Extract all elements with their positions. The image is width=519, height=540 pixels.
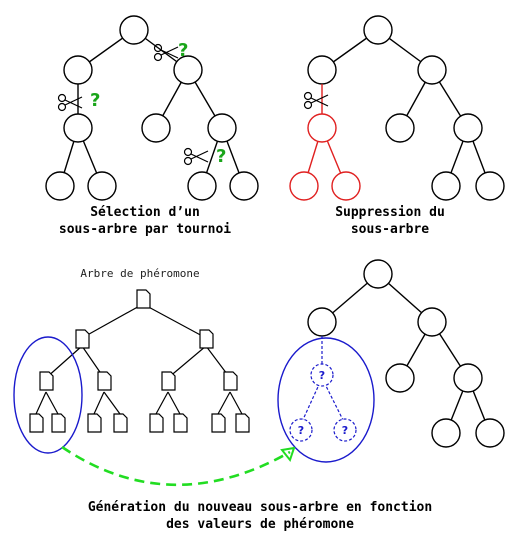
selection-question-mark: ? [216, 146, 226, 167]
suppression-caption-line2: sous-arbre [351, 222, 429, 237]
scissors-icon [57, 93, 83, 112]
new-node-question: ? [298, 424, 304, 437]
new-node-question: ? [342, 424, 348, 437]
generation-caption-line2: des valeurs de phéromone [166, 517, 354, 532]
selection-caption-line2: sous-arbre par tournoi [59, 222, 231, 237]
result-tree [307, 259, 505, 448]
removed-subtree [289, 84, 361, 201]
suppression-caption-line1: Suppression du [335, 205, 445, 220]
selection-question-mark: ? [90, 90, 100, 111]
scissors-icon [153, 43, 179, 62]
pheromone-tree [29, 289, 250, 433]
suppression-tree [307, 15, 505, 201]
pheromone-tree-label: Arbre de phéromone [80, 267, 199, 280]
generation-caption-line1: Génération du nouveau sous-arbre en fonc… [88, 500, 432, 515]
selection-tree [45, 15, 259, 201]
scissors-icon [303, 91, 329, 110]
new-node-question: ? [319, 369, 325, 382]
new-subtree-ellipse [277, 337, 375, 463]
pheromone-subtree-ellipse [13, 336, 83, 454]
scissors-icon [183, 147, 209, 166]
selection-question-mark: ? [178, 40, 188, 61]
new-subtree [289, 336, 357, 442]
selection-caption-line1: Sélection d’un [90, 205, 200, 220]
transfer-arrow [61, 445, 291, 487]
arrow-head-icon [280, 446, 296, 463]
